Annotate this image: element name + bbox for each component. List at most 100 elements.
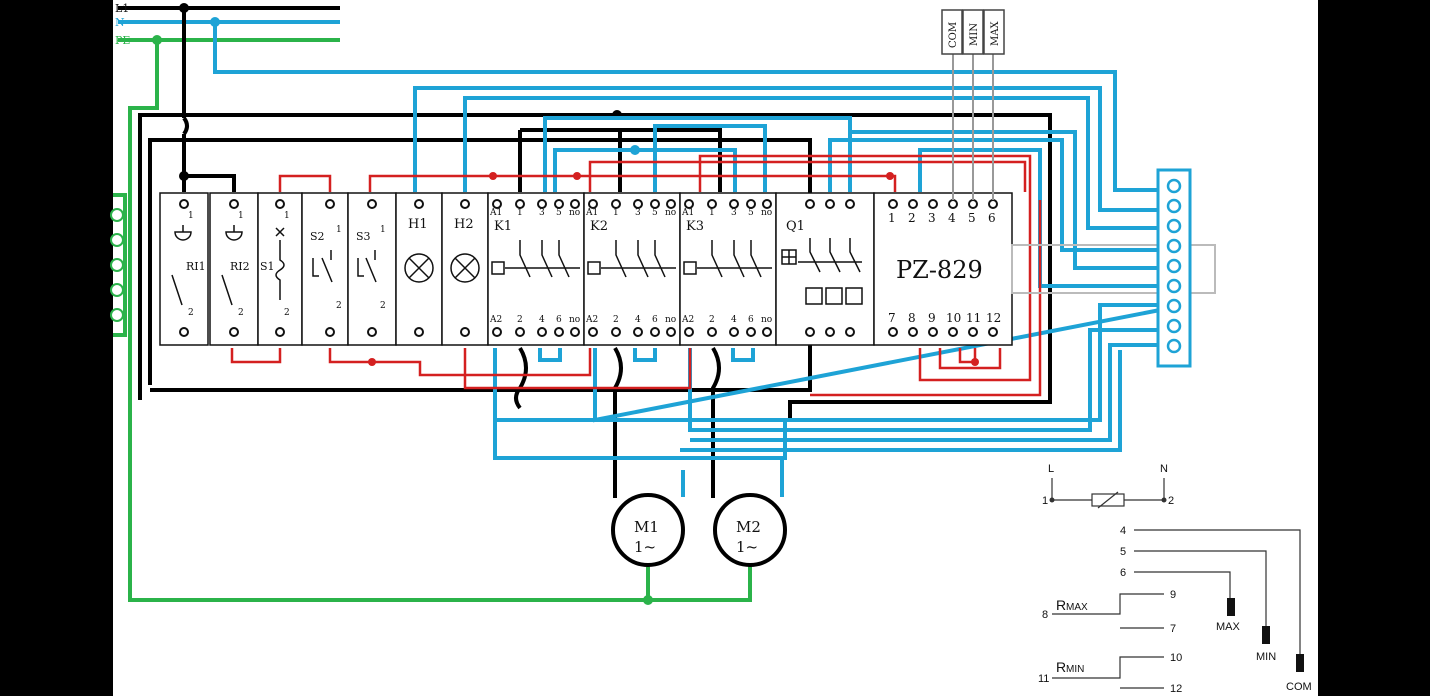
motor-m2-type: 1~ xyxy=(736,538,758,556)
pz-t7: 7 xyxy=(888,311,896,325)
terminal-numbers: 1 2 1 2 1 2 1 2 1 2 A1 1 3 5 no A2 2 4 6… xyxy=(188,208,772,325)
legend-rmin-r: R xyxy=(1056,659,1066,675)
pz-t8: 8 xyxy=(908,311,916,325)
k2-no: no xyxy=(665,208,676,218)
legend-t10: 10 xyxy=(1170,652,1182,664)
s1-t2: 2 xyxy=(284,308,290,318)
k1-a1: A1 xyxy=(489,208,502,218)
k1-t3: 3 xyxy=(539,208,545,218)
pz-t4: 4 xyxy=(948,211,956,225)
level-probes: COM MIN MAX xyxy=(941,9,1005,200)
k1-no2: no xyxy=(569,315,580,325)
motor-m2: M2 1~ xyxy=(713,493,787,567)
k2-t6: 6 xyxy=(652,315,658,325)
phase-wiring xyxy=(138,8,1052,498)
ri1-t1: 1 xyxy=(188,211,194,221)
motor-m2-name: M2 xyxy=(736,518,761,536)
k1-no: no xyxy=(569,208,580,218)
supply-labels: L1 N PE xyxy=(115,2,130,47)
controller-terminal-numbers: 1 2 3 4 5 6 7 8 9 10 11 12 xyxy=(888,211,1001,325)
legend-t11: 11 xyxy=(1038,673,1049,685)
module-labels: RI1 RI2 S1 S2 S3 H1 H2 K1 K2 K3 Q1 PZ-82… xyxy=(186,217,983,284)
motor-m1-name: M1 xyxy=(634,518,659,536)
k3-t2: 2 xyxy=(709,315,715,325)
legend-rmax-sub: MAX xyxy=(1066,602,1088,613)
label-k3: K3 xyxy=(686,219,704,234)
pz-t3: 3 xyxy=(928,211,936,225)
din-rail-left xyxy=(110,208,124,322)
label-h2: H2 xyxy=(454,217,474,232)
probe-min-label: MIN xyxy=(969,23,980,46)
module-row xyxy=(159,192,1013,346)
probe-max-label: MAX xyxy=(990,21,1001,46)
label-ri1: RI1 xyxy=(186,260,206,273)
motor-m1: M1 1~ xyxy=(611,493,685,567)
legend-rmax-r: R xyxy=(1056,597,1066,613)
probe-com-label: COM xyxy=(948,22,959,48)
label-ri2: RI2 xyxy=(230,260,250,273)
k3-no: no xyxy=(761,208,772,218)
legend-com: COM xyxy=(1286,681,1312,693)
k3-t3: 3 xyxy=(731,208,737,218)
pe-label: PE xyxy=(115,34,130,47)
pz-t5: 5 xyxy=(968,211,976,225)
k2-t1: 1 xyxy=(613,208,619,218)
label-q1: Q1 xyxy=(786,219,805,234)
k3-t1: 1 xyxy=(709,208,715,218)
controller-legend: L N 1 2 4 5 6 9 7 8 10 12 11 R MAX R MIN… xyxy=(1038,463,1312,695)
pz-t10: 10 xyxy=(946,311,961,325)
module-pz829 xyxy=(873,192,1013,346)
legend-max: MAX xyxy=(1216,621,1241,633)
legend-n: N xyxy=(1160,463,1168,475)
k1-t6: 6 xyxy=(556,315,562,325)
pz-t2: 2 xyxy=(908,211,916,225)
legend-t9: 9 xyxy=(1170,589,1176,601)
k2-no2: no xyxy=(665,315,676,325)
module-screws xyxy=(179,199,998,337)
legend-t6: 6 xyxy=(1120,567,1126,579)
s3-t1: 1 xyxy=(380,225,386,235)
legend-t1: 1 xyxy=(1042,495,1048,507)
s1-t1: 1 xyxy=(284,211,290,221)
din-rail xyxy=(1011,244,1216,294)
module-s3 xyxy=(347,192,397,346)
s3-t2: 2 xyxy=(380,301,386,311)
module-ri1 xyxy=(159,192,209,346)
module-symbols xyxy=(171,225,863,306)
k3-t4: 4 xyxy=(731,315,737,325)
k1-t4: 4 xyxy=(539,315,545,325)
earth-wiring xyxy=(113,40,752,602)
n-label: N xyxy=(115,16,125,29)
module-s1 xyxy=(257,192,303,346)
module-ri2 xyxy=(209,192,259,346)
control-wiring xyxy=(230,154,1042,397)
k2-t2: 2 xyxy=(613,315,619,325)
ri2-t1: 1 xyxy=(238,211,244,221)
k2-t3: 3 xyxy=(635,208,641,218)
s2-t2: 2 xyxy=(336,301,342,311)
k1-t5: 5 xyxy=(556,208,562,218)
label-s1: S1 xyxy=(260,260,275,273)
legend-t12: 12 xyxy=(1170,683,1182,695)
legend-t4: 4 xyxy=(1120,525,1126,537)
k3-a1: A1 xyxy=(681,208,694,218)
k3-t6: 6 xyxy=(748,315,754,325)
legend-l: L xyxy=(1048,463,1054,475)
k1-t2: 2 xyxy=(517,315,523,325)
legend-t8: 8 xyxy=(1042,609,1048,621)
k1-t1: 1 xyxy=(517,208,523,218)
k3-a2: A2 xyxy=(681,315,694,325)
l1-label: L1 xyxy=(115,2,129,15)
pz-t9: 9 xyxy=(928,311,936,325)
legend-rmin-sub: MIN xyxy=(1066,664,1084,675)
k2-a2: A2 xyxy=(585,315,598,325)
pz-t6: 6 xyxy=(988,211,996,225)
red-junctions xyxy=(368,172,979,366)
pz-t11: 11 xyxy=(966,311,981,325)
legend-t2: 2 xyxy=(1168,495,1174,507)
k2-t5: 5 xyxy=(652,208,658,218)
label-pz829: PZ-829 xyxy=(896,256,983,284)
module-s2 xyxy=(301,192,349,346)
label-s3: S3 xyxy=(356,230,371,243)
